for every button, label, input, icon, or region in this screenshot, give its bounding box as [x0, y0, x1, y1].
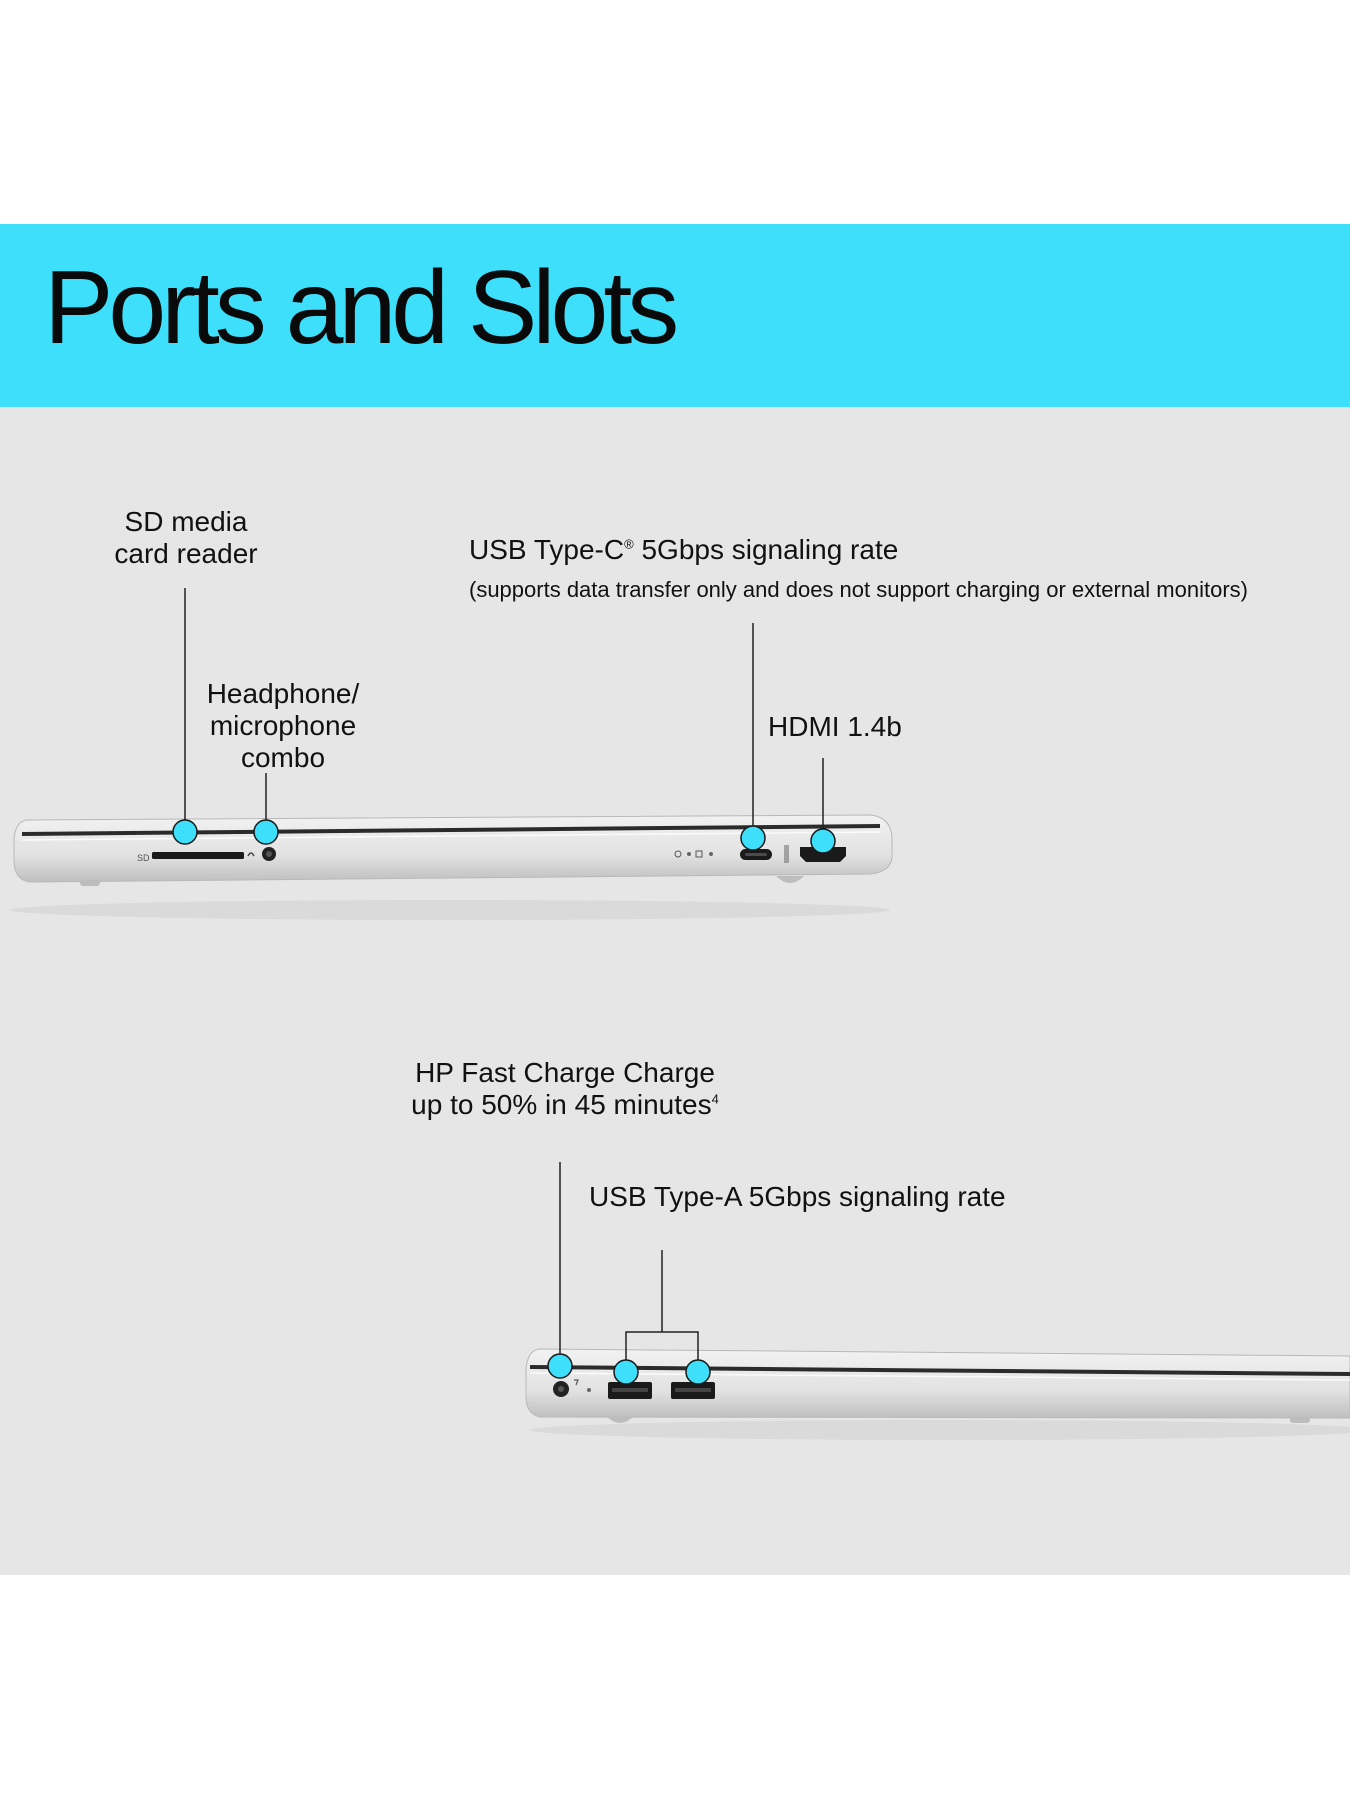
dot-power — [547, 1353, 573, 1379]
dot-usb-c — [740, 825, 766, 851]
dot-sd — [172, 819, 198, 845]
status-indicators — [674, 850, 713, 858]
dot-headphone — [253, 819, 279, 845]
callout-headphone-combo: Headphone/ microphone combo — [206, 678, 360, 773]
callout-usb-a: USB Type-A 5Gbps signaling rate — [589, 1181, 1006, 1212]
callout-sd-card-reader: SD media card reader — [114, 506, 258, 569]
callout-usb-c: USB Type-C® 5Gbps signaling rate — [469, 534, 899, 565]
callout-fast-charge: HP Fast Charge Charge up to 50% in 45 mi… — [411, 1057, 719, 1120]
sd-slot: SD — [137, 852, 244, 863]
usb-a-port-1 — [608, 1382, 652, 1399]
page-title: Ports and Slots — [44, 250, 679, 366]
callout-hdmi: HDMI 1.4b — [768, 711, 902, 742]
hdmi-port — [784, 845, 846, 863]
usb-c-port — [740, 841, 772, 860]
callout-dots — [172, 819, 836, 1385]
title-banner — [0, 224, 1350, 407]
laptop-right-side — [525, 1348, 1350, 1440]
laptop-left-side — [10, 814, 893, 920]
headphone-jack — [247, 847, 276, 861]
dot-usb-a-2 — [685, 1359, 711, 1385]
dot-hdmi — [810, 828, 836, 854]
dot-usb-a-1 — [613, 1359, 639, 1385]
callout-lines — [184, 588, 824, 1372]
charge-icon — [574, 1379, 579, 1386]
headphone-icon — [247, 852, 255, 857]
callout-usb-c-note: (supports data transfer only and does no… — [469, 577, 1248, 602]
usb-a-port-2 — [671, 1382, 715, 1399]
sd-slot-marking: SD — [137, 853, 150, 863]
power-jack — [553, 1379, 591, 1397]
